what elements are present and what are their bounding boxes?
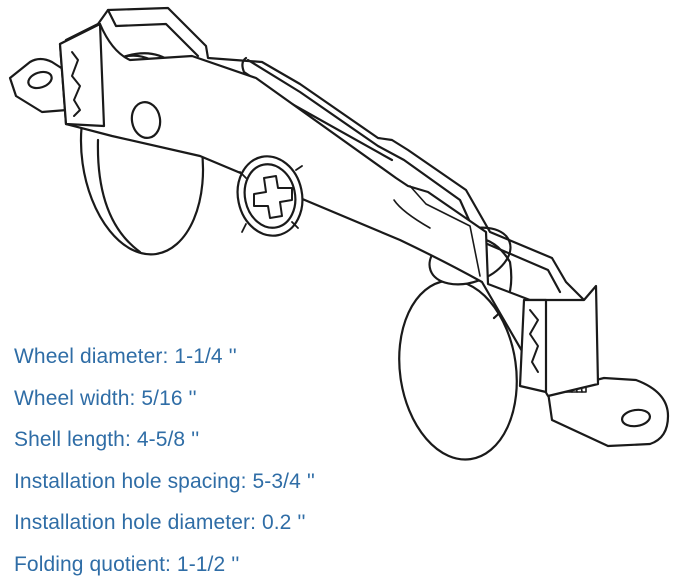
left-clip (71, 51, 81, 117)
spec-folding-quotient: Folding quotient: 1-1/2 '' (14, 552, 240, 576)
spec-installation-hole-spacing: Installation hole spacing: 5-3/4 '' (14, 469, 316, 493)
spec-installation-hole-diameter: Installation hole diameter: 0.2 '' (14, 511, 306, 535)
shell-side-plate (58, 22, 600, 398)
right-mounting-hole-icon (620, 408, 652, 428)
pivot-hole (130, 101, 162, 139)
spec-wheel-width: Wheel width: 5/16 '' (14, 386, 197, 410)
right-clip (529, 309, 539, 373)
left-mounting-hole-icon (27, 70, 53, 90)
shell-top-rim (64, 6, 586, 302)
right-mounting-tab (546, 376, 670, 448)
axle-screw-icon (236, 155, 304, 237)
right-end-flange (518, 298, 548, 394)
specifications-list: Wheel diameter: 1-1/4 '' Wheel width: 5/… (14, 336, 315, 586)
left-end-flange (58, 22, 106, 128)
spec-wheel-diameter: Wheel diameter: 1-1/4 '' (14, 345, 237, 368)
spec-shell-length: Shell length: 4-5/8 '' (14, 428, 200, 452)
